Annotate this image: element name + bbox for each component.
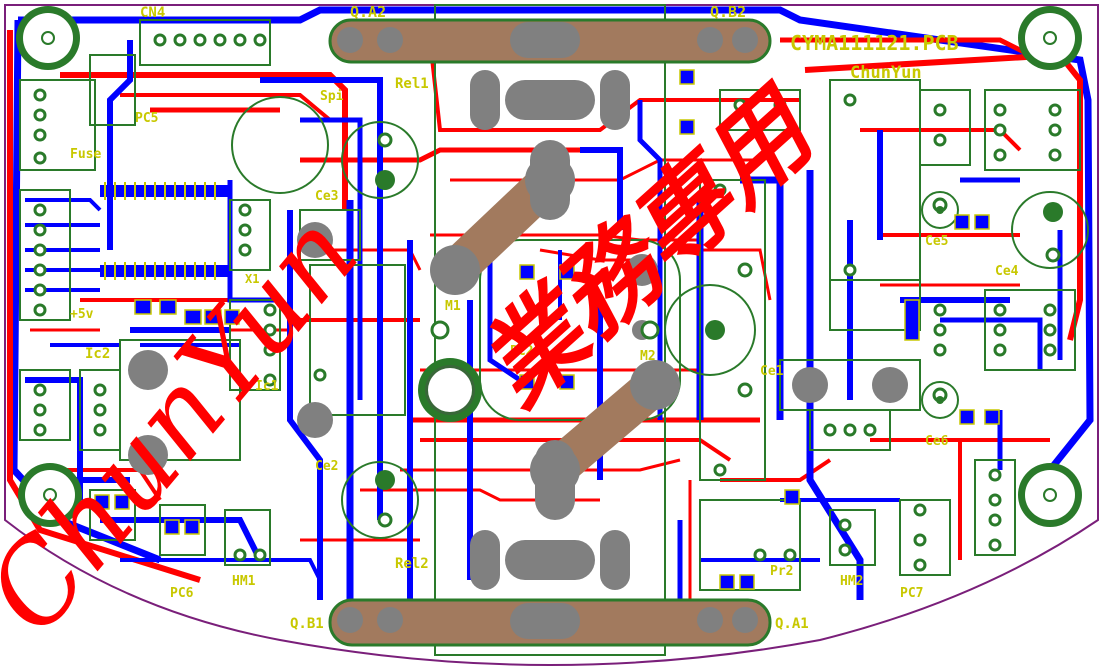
label-x1: X1 (245, 272, 259, 286)
label-ce2: Ce2 (315, 459, 338, 474)
label-rel2: Rel2 (395, 556, 429, 572)
mount-hole-center (418, 358, 482, 422)
mount-hole-bottom-right (1018, 463, 1082, 527)
label-q-a1: Q.A1 (775, 616, 809, 632)
label-ce3: Ce3 (315, 189, 338, 204)
label-board-file: CYMA111121.PCB (790, 31, 959, 55)
label-ce1: Ce1 (760, 364, 784, 379)
label-q-b1: Q.B1 (290, 616, 324, 632)
label-m2: M2 (640, 349, 656, 364)
label-hm1: HM1 (232, 574, 256, 589)
component-outlines (19, 4, 1089, 656)
dark-pads (375, 170, 1063, 490)
label-pc5: PC5 (135, 111, 158, 126)
label-ic2: Ic2 (85, 346, 110, 362)
label-q-b2: Q.B2 (710, 3, 746, 21)
label-ce4: Ce4 (995, 264, 1019, 279)
mount-hole-bottom-left (18, 463, 82, 527)
label-fuse: Fuse (70, 147, 101, 162)
label-plus5v: +5v (70, 307, 94, 322)
through-hole-pads (128, 22, 908, 639)
label-pc6: PC6 (170, 586, 194, 601)
label-pc7: PC7 (900, 586, 923, 601)
mount-hole-top-right (1018, 6, 1082, 70)
label-ic1: Ic1 (255, 379, 279, 394)
ic-smd-pin-strokes (104, 182, 216, 280)
label-spi: Spi (320, 89, 344, 104)
label-pc2: PC2 (510, 344, 533, 359)
mount-hole-top-left (16, 6, 80, 70)
mounting-holes (16, 6, 1082, 527)
label-hm2: HM2 (840, 574, 863, 589)
small-pads (33, 33, 1062, 572)
label-m1: M1 (445, 299, 461, 314)
label-ce6: Ce6 (925, 434, 949, 449)
label-pr2: Pr2 (770, 564, 793, 579)
smd-parts (94, 69, 1000, 590)
board-outline (4, 4, 1099, 666)
label-ce5: Ce5 (925, 234, 948, 249)
silkscreen-labels: Q.A2 Q.B2 Q.B1 Q.A1 CN4 CYMA111121.PCB C… (70, 3, 1019, 632)
label-cn: CN4 (140, 5, 165, 21)
label-brand: ChunYun (850, 63, 922, 83)
label-q-a2: Q.A2 (350, 3, 386, 21)
label-rel1: Rel1 (395, 76, 429, 92)
